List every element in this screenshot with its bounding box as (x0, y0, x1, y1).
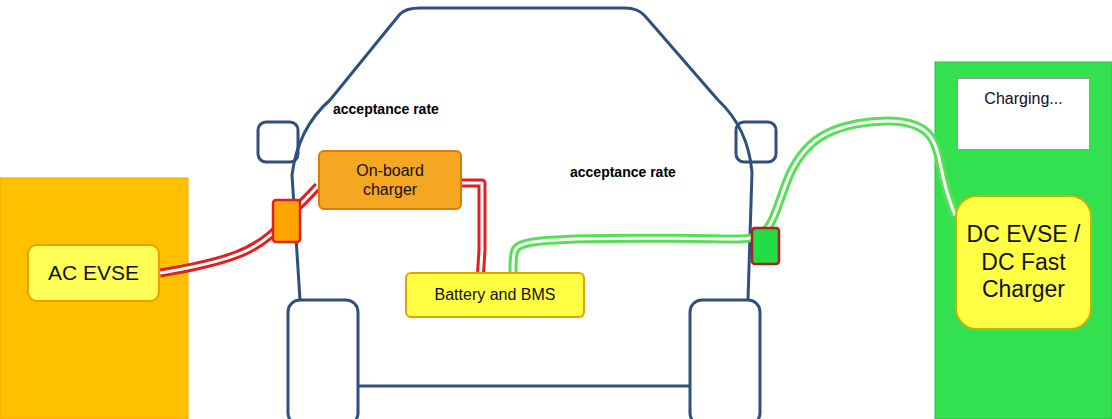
dc-evse-panel (935, 62, 1112, 419)
node-text: DC EVSE / DC Fast Charger (965, 221, 1082, 304)
right-wheel (690, 300, 760, 419)
battery-box: Battery and BMS (405, 272, 585, 318)
left-mirror (258, 122, 298, 162)
charging-cable (513, 121, 955, 272)
car-body (292, 8, 752, 300)
cable-outer (513, 121, 955, 272)
dc-inlet-plug (752, 228, 779, 264)
right-mirror (736, 122, 776, 162)
left-wheel (288, 300, 358, 419)
cable-inner (462, 183, 482, 272)
node-text: On-board charger (328, 161, 452, 199)
cable-inner (160, 186, 318, 273)
cable-outer (160, 186, 318, 273)
axle (358, 385, 690, 388)
ac-inlet-plug (273, 200, 300, 242)
dc-charger-box: DC EVSE / DC Fast Charger (955, 195, 1092, 330)
rate-label: acceptance rate (333, 100, 443, 119)
cable-inner (513, 121, 955, 272)
evse-box: AC EVSE (27, 244, 160, 302)
status-screen: Charging... (957, 78, 1090, 150)
charging-cable (462, 183, 482, 272)
node-text: Battery and BMS (435, 285, 556, 304)
cable-outer (462, 183, 482, 272)
charger-box: On-board charger (318, 150, 462, 210)
charging-cable (160, 186, 318, 273)
rate-label: acceptance rate (570, 163, 680, 182)
node-text: AC EVSE (48, 260, 139, 285)
ac-evse-panel (0, 178, 188, 419)
node-text: Charging... (984, 89, 1062, 108)
